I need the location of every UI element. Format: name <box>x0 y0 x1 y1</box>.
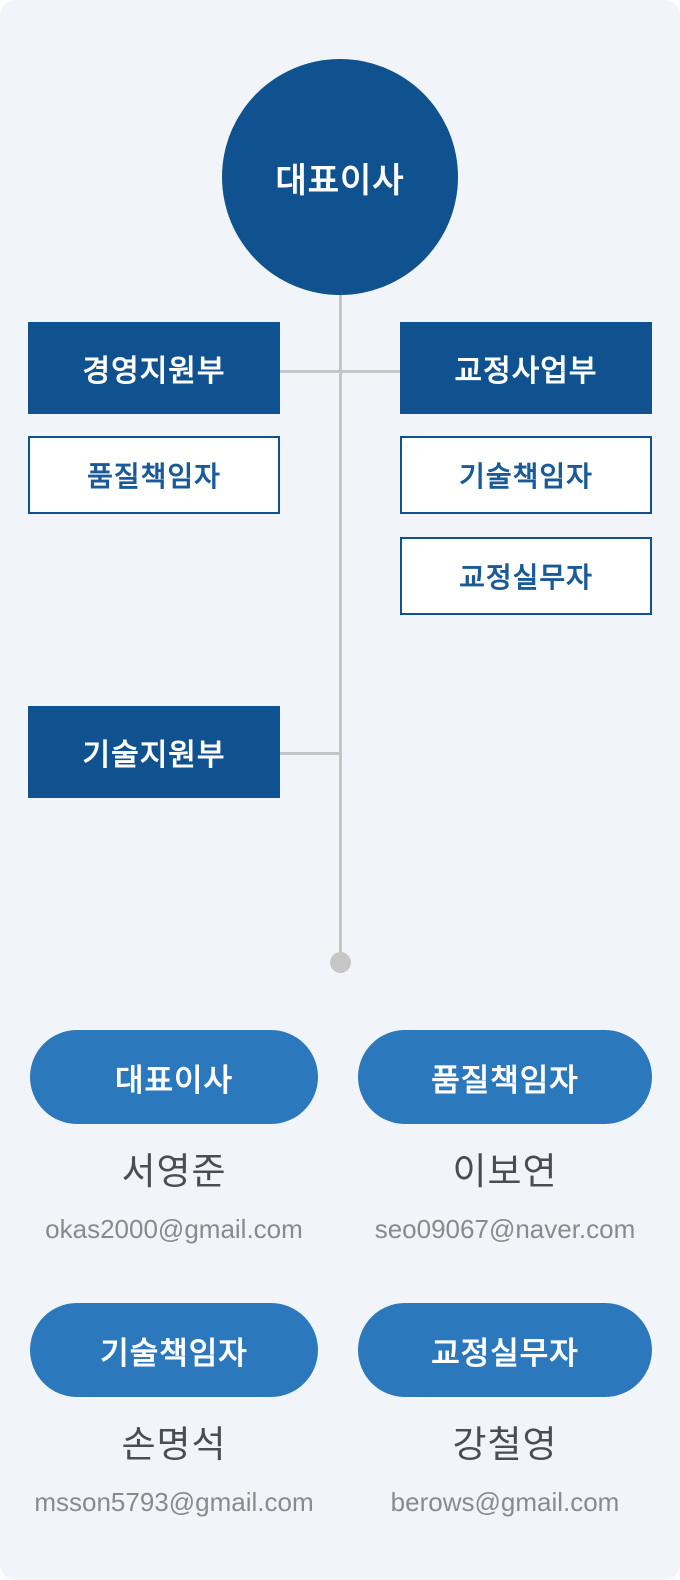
contact-email: berows@gmail.com <box>390 1487 620 1517</box>
role-pill: 교정실무자 <box>358 1303 652 1397</box>
contact-card: 기술책임자 손명석 msson5793@gmail.com <box>30 1303 318 1517</box>
role-pill: 품질책임자 <box>358 1030 652 1124</box>
connector-calibration-line <box>342 370 400 373</box>
contact-name: 서영준 <box>121 1151 227 1192</box>
contact-name: 이보연 <box>452 1151 558 1192</box>
contact-card: 교정실무자 강철영 berows@gmail.com <box>358 1303 652 1517</box>
dept-box-techsupport: 기술지원부 <box>28 706 280 798</box>
contact-card: 품질책임자 이보연 seo09067@naver.com <box>358 1030 652 1244</box>
connector-management-line <box>279 370 342 373</box>
connector-end-dot <box>330 952 351 973</box>
role-pill: 대표이사 <box>30 1030 318 1124</box>
sub-box-calibration-practitioner: 교정실무자 <box>400 537 652 615</box>
connector-vertical-line <box>339 294 342 962</box>
contact-name: 손명석 <box>121 1424 227 1465</box>
sub-box-quality-manager: 품질책임자 <box>28 436 280 514</box>
ceo-node: 대표이사 <box>222 59 458 295</box>
sub-box-technical-manager: 기술책임자 <box>400 436 652 514</box>
contact-card: 대표이사 서영준 okas2000@gmail.com <box>30 1030 318 1244</box>
dept-box-calibration: 교정사업부 <box>400 322 652 414</box>
contact-email: okas2000@gmail.com <box>45 1214 303 1244</box>
contact-email: msson5793@gmail.com <box>34 1487 314 1517</box>
contact-name: 강철영 <box>452 1424 558 1465</box>
dept-box-management: 경영지원부 <box>28 322 280 414</box>
role-pill: 기술책임자 <box>30 1303 318 1397</box>
contact-email: seo09067@naver.com <box>374 1214 636 1244</box>
connector-techsupport-line <box>280 752 342 755</box>
